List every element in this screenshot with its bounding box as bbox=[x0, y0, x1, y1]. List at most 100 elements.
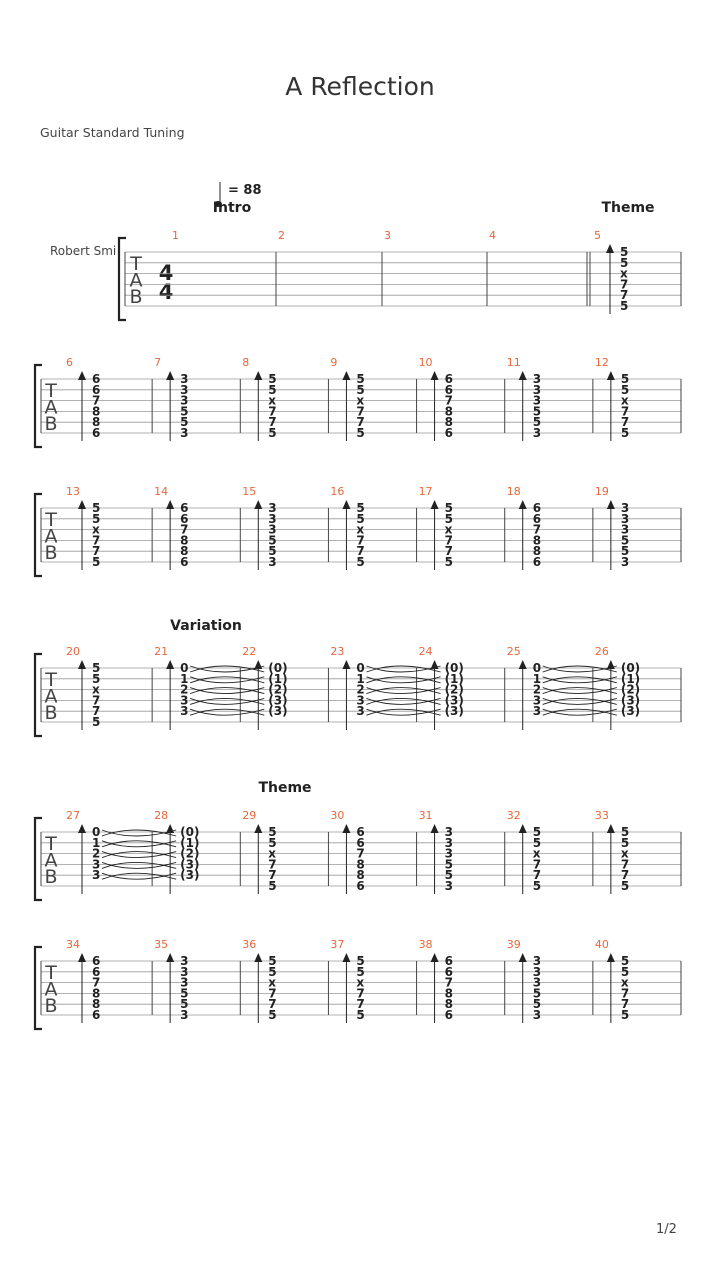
fret-number: 5 bbox=[268, 372, 276, 386]
fret-number: 6 bbox=[92, 426, 100, 440]
tie-curve bbox=[542, 665, 617, 673]
fret-number: (1) bbox=[268, 672, 287, 686]
measure-number: 24 bbox=[419, 645, 433, 658]
fret-number: 6 bbox=[445, 1008, 453, 1022]
fret-number: 5 bbox=[445, 868, 453, 882]
fret-number: 6 bbox=[180, 555, 188, 569]
fret-number: x bbox=[268, 976, 276, 990]
fret-number: 1 bbox=[180, 672, 188, 686]
measure-number: 35 bbox=[154, 938, 168, 951]
fret-number: 7 bbox=[92, 394, 100, 408]
fret-number: 5 bbox=[621, 383, 629, 397]
fret-number: 5 bbox=[445, 501, 453, 515]
fret-number: 5 bbox=[268, 825, 276, 839]
fret-number: 7 bbox=[268, 986, 276, 1000]
measure-number: 2 bbox=[278, 229, 285, 242]
fret-number: 5 bbox=[620, 256, 628, 270]
fret-number: 5 bbox=[356, 512, 364, 526]
fret-number: 5 bbox=[621, 825, 629, 839]
section-label-theme-2: Theme bbox=[258, 780, 311, 796]
measure-3: 3 bbox=[384, 229, 488, 306]
tie-curve bbox=[189, 698, 265, 705]
fret-number: (3) bbox=[621, 704, 640, 718]
tie-curve bbox=[366, 687, 441, 694]
fret-number: 3 bbox=[621, 555, 629, 569]
fret-number: x bbox=[92, 683, 100, 697]
fret-number: 7 bbox=[268, 857, 276, 871]
fret-number: 1 bbox=[533, 672, 541, 686]
strum-arrow-icon bbox=[342, 660, 351, 669]
fret-number: (3) bbox=[445, 704, 464, 718]
fret-number: 3 bbox=[268, 501, 276, 515]
strum-arrow-icon bbox=[430, 371, 439, 380]
tie-curve bbox=[189, 697, 265, 705]
system-bracket bbox=[33, 492, 42, 578]
fret-number: 3 bbox=[621, 512, 629, 526]
strum-arrow-icon bbox=[254, 953, 263, 962]
tie-curve bbox=[101, 840, 177, 848]
fret-number: (1) bbox=[180, 836, 199, 850]
measure-number: 40 bbox=[595, 938, 609, 951]
fret-number: 7 bbox=[620, 288, 628, 302]
tie-curve bbox=[189, 687, 265, 695]
fret-number: 8 bbox=[356, 868, 364, 882]
tie-curve bbox=[189, 687, 265, 694]
fret-number: (2) bbox=[180, 847, 199, 861]
measure-number: 9 bbox=[330, 356, 337, 369]
fret-number: 7 bbox=[445, 544, 453, 558]
fret-number: 6 bbox=[445, 383, 453, 397]
fret-number: 5 bbox=[356, 965, 364, 979]
fret-number: 5 bbox=[621, 1008, 629, 1022]
strum-arrow-icon bbox=[166, 824, 175, 833]
strum-arrow-icon bbox=[78, 953, 86, 962]
fret-number: 7 bbox=[621, 868, 629, 882]
fret-number: 8 bbox=[445, 415, 453, 429]
tie-curve bbox=[366, 708, 441, 716]
fret-number: 7 bbox=[356, 533, 364, 547]
fret-number: 5 bbox=[92, 512, 100, 526]
measure-number: 13 bbox=[66, 485, 80, 498]
strum-arrow-icon bbox=[254, 371, 263, 380]
measure-number: 11 bbox=[507, 356, 521, 369]
fret-number: 5 bbox=[268, 1008, 276, 1022]
fret-number: x bbox=[92, 523, 100, 537]
measure-number: 15 bbox=[242, 485, 256, 498]
measure-number: 30 bbox=[330, 809, 344, 822]
fret-number: 7 bbox=[356, 404, 364, 418]
fret-number: 8 bbox=[445, 986, 453, 1000]
fret-number: 5 bbox=[621, 879, 629, 893]
tie-curve bbox=[189, 676, 265, 684]
fret-number: 8 bbox=[445, 997, 453, 1011]
measure-number: 29 bbox=[242, 809, 256, 822]
fret-number: 6 bbox=[180, 501, 188, 515]
fret-number: 3 bbox=[180, 394, 188, 408]
fret-number: 6 bbox=[445, 426, 453, 440]
system-bracket bbox=[117, 236, 126, 322]
fret-number: 7 bbox=[445, 533, 453, 547]
fret-number: 5 bbox=[533, 415, 541, 429]
fret-number: 6 bbox=[356, 825, 364, 839]
strum-arrow-icon bbox=[606, 660, 615, 669]
fret-number: 6 bbox=[356, 836, 364, 850]
tie-curve bbox=[101, 861, 177, 869]
fret-number: 5 bbox=[620, 299, 628, 313]
fret-number: 7 bbox=[621, 415, 629, 429]
tie-curve bbox=[542, 687, 617, 694]
fret-number: (0) bbox=[268, 661, 287, 675]
tie-curve bbox=[542, 676, 617, 684]
fret-number: 5 bbox=[621, 965, 629, 979]
strum-arrow-icon bbox=[78, 660, 86, 669]
fret-number: 7 bbox=[268, 404, 276, 418]
fret-number: 3 bbox=[445, 879, 453, 893]
fret-number: 5 bbox=[445, 512, 453, 526]
strum-arrow-icon bbox=[518, 500, 527, 509]
measure-number: 1 bbox=[172, 229, 179, 242]
tab-clef-letter: A bbox=[45, 686, 58, 708]
